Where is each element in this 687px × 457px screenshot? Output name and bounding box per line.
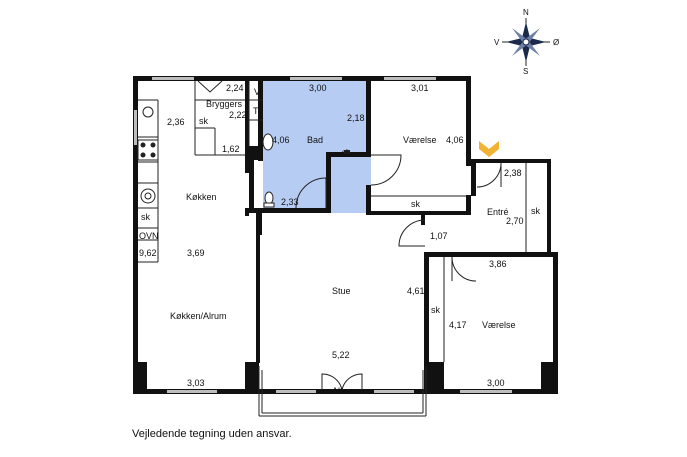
fixture-label-sk-vaerelse: sk: [411, 199, 421, 209]
fixture-label-sk-kitchen: sk: [141, 212, 151, 222]
fixture-label-v: V: [254, 87, 260, 97]
compass-rose-icon: N S Ø V: [494, 8, 559, 76]
disclaimer-text: Vejledende tegning uden ansvar.: [132, 428, 292, 440]
dim-1-62: 1,62: [222, 144, 240, 154]
room-label-entre: Entré: [487, 207, 509, 217]
entrance-chevron-icon: [479, 141, 499, 157]
room-label-bad: Bad: [307, 135, 323, 145]
dim-4-17: 4,17: [449, 320, 467, 330]
dishwasher-icon: [140, 188, 156, 204]
door-swings: [138, 80, 502, 391]
fixture-label-sk-bad: sk: [342, 148, 351, 157]
dim-2-38: 2,38: [504, 168, 522, 178]
compass-north: N: [523, 8, 529, 17]
stove-icon: [137, 139, 159, 161]
dim-2-22: 2,22: [229, 110, 247, 120]
dim-2-24: 2,24: [226, 83, 244, 93]
dim-2-18: 2,18: [347, 113, 365, 123]
room-label-koekken-alrum: Køkken/Alrum: [170, 311, 227, 321]
dim-3-03: 3,03: [187, 378, 205, 388]
bathroom-area: [263, 80, 371, 213]
dim-3-69: 3,69: [187, 248, 205, 258]
fixture-label-sk-vaerelse-bottom: sk: [431, 305, 441, 315]
room-label-vaerelse-bottom: Værelse: [482, 320, 516, 330]
dim-9-62: 9,62: [139, 248, 157, 258]
toilet-icon: [263, 191, 275, 208]
fixture-lines: [138, 81, 527, 417]
dim-3-00-bottom: 3,00: [487, 378, 505, 388]
washbasin-icon: [262, 133, 274, 151]
dim-2-36: 2,36: [167, 117, 185, 127]
fixture-label-sk-bryggers: sk: [199, 116, 209, 126]
interior-walls: [245, 81, 476, 392]
sink-icon: [142, 106, 154, 118]
dim-3-01: 3,01: [411, 83, 429, 93]
windows: [134, 77, 512, 393]
dim-1-07: 1,07: [430, 231, 448, 241]
dim-4-06-vaerelse: 4,06: [446, 135, 464, 145]
dim-4-61: 4,61: [407, 286, 425, 296]
compass-south: S: [523, 67, 528, 76]
fixture-label-sk-entre: sk: [531, 206, 541, 216]
shower-drain-icon: [344, 150, 350, 154]
dim-3-86: 3,86: [489, 259, 507, 269]
room-label-stue: Stue: [332, 286, 351, 296]
room-label-altan: Altan: [332, 386, 353, 396]
dim-3-00-top: 3,00: [309, 83, 327, 93]
dim-2-70: 2,70: [506, 216, 524, 226]
fixture-label-t: T: [253, 106, 259, 116]
dim-2-33: 2,33: [281, 197, 299, 207]
dim-4-06-bad: 4,06: [272, 135, 290, 145]
compass-east: Ø: [553, 38, 559, 47]
room-label-koekken: Køkken: [186, 192, 217, 202]
fixture-label-ovn: OVN: [139, 231, 159, 241]
room-label-bryggers: Bryggers: [206, 99, 243, 109]
compass-west: V: [494, 38, 500, 47]
dim-5-22: 5,22: [332, 350, 350, 360]
room-label-vaerelse-top: Værelse: [403, 135, 437, 145]
